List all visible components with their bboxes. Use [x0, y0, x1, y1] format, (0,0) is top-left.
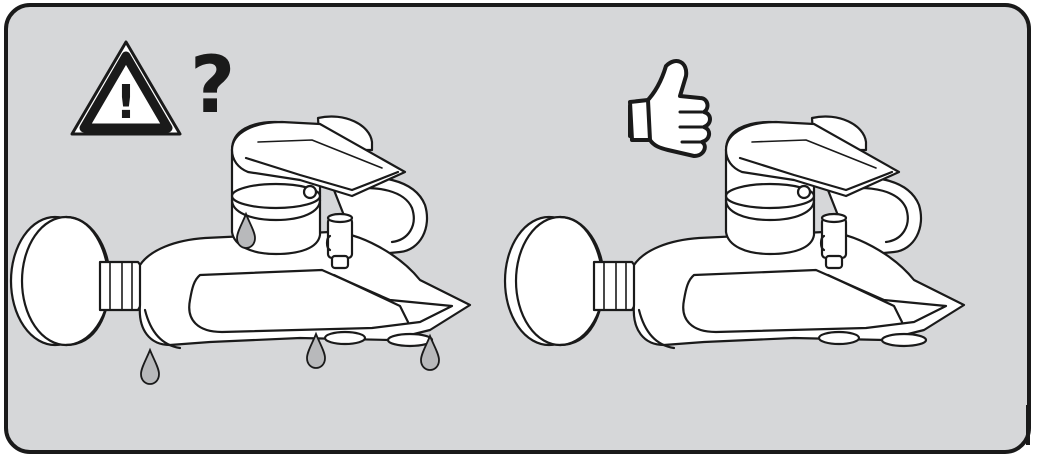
question-mark: ?: [190, 41, 235, 131]
panel-edge-mark: [1026, 405, 1030, 445]
warning-exclamation: !: [116, 75, 137, 129]
thumbs-up-icon: [628, 59, 712, 158]
warning-triangle-icon: !: [70, 40, 182, 136]
